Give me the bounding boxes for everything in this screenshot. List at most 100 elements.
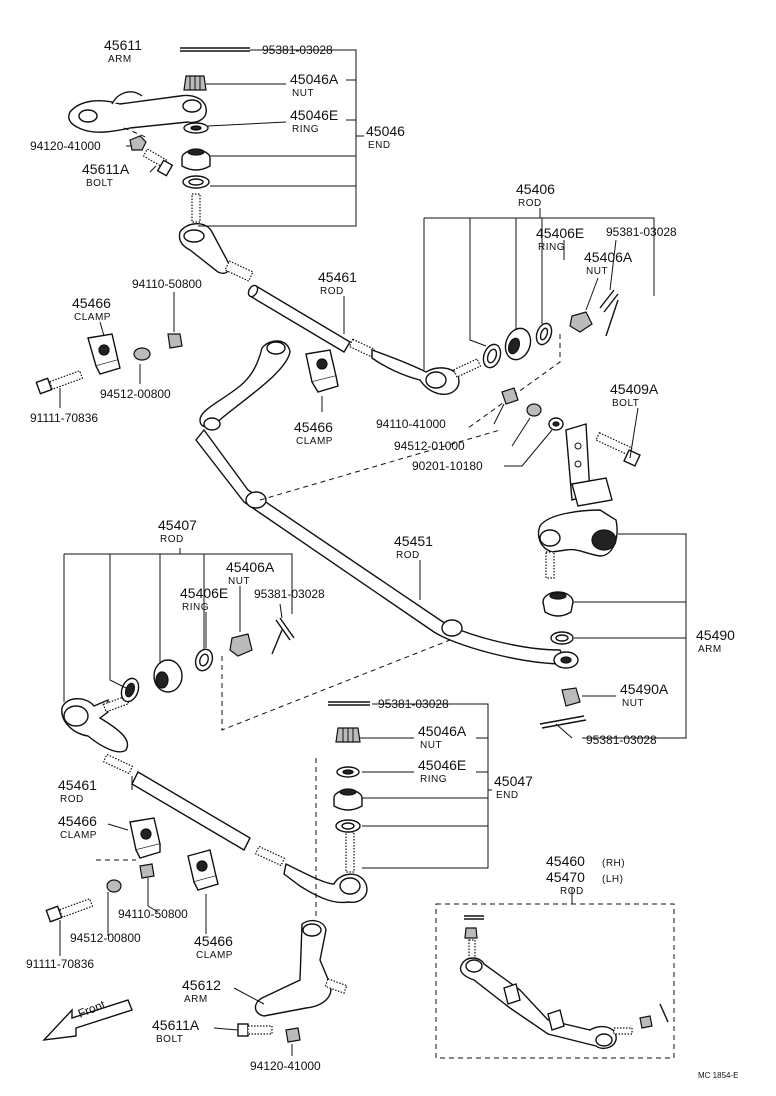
- callout-45406A-a: 45406A: [584, 249, 633, 265]
- washer-94512-upper-illustration: [133, 347, 151, 361]
- callout-45406E-b: 45406E: [180, 585, 228, 601]
- nut-94110-upper-illustration: [167, 333, 183, 349]
- callout-45407-label: ROD: [160, 534, 184, 545]
- callout-45611A-b: 45611A: [152, 1017, 200, 1033]
- callout-inset-rod-label: ROD: [560, 886, 584, 897]
- pitman-arm-illustration: [68, 91, 207, 133]
- callout-45466-a-label: CLAMP: [74, 312, 111, 323]
- callout-45466-a: 45466: [72, 295, 111, 311]
- callout-94110-41000-b: 94110-41000: [376, 417, 446, 431]
- callout-45461-a: 45461: [318, 269, 357, 285]
- cotter-45406-lower-illustration: [271, 617, 295, 655]
- callout-45466-d: 45466: [194, 933, 233, 949]
- nut-45406A-lower-illustration: [229, 633, 253, 657]
- callout-45406-label: ROD: [518, 198, 542, 209]
- bolt-45409A-illustration: [595, 431, 641, 467]
- callout-95381-03028-a: 95381-03028: [262, 43, 333, 57]
- callout-45409A: 45409A: [610, 381, 659, 397]
- tie-rod-end-45407-illustration: [61, 695, 130, 753]
- dust-boot-top-illustration: [181, 148, 211, 171]
- washer-90201-illustration: [548, 417, 564, 431]
- callout-45612: 45612: [182, 977, 221, 993]
- castle-nut-top-illustration: [183, 75, 207, 91]
- callout-45046A-b: 45046A: [418, 723, 467, 739]
- callout-45407: 45407: [158, 517, 197, 533]
- callout-45406A-b-label: NUT: [228, 576, 250, 587]
- callout-45046E-a-label: RING: [292, 124, 319, 135]
- callout-45611: 45611: [104, 37, 142, 53]
- nut-94120-top-illustration: [129, 135, 147, 151]
- callout-45466-c-label: CLAMP: [60, 830, 97, 841]
- bolt-45611A-top-illustration: [142, 148, 174, 177]
- callout-45046-label: END: [368, 140, 391, 151]
- boot-45490-illustration: [542, 591, 574, 617]
- callout-94120-41000-a: 94120-41000: [30, 139, 101, 153]
- callout-94512-01000-b: 94512-01000: [394, 439, 465, 453]
- callout-95381-03028-e: 95381-03028: [378, 697, 449, 711]
- idler-bracket-illustration: [565, 423, 613, 507]
- callout-45046: 45046: [366, 123, 405, 139]
- callout-45047-label: END: [496, 790, 519, 801]
- castle-nut-45047-illustration: [335, 727, 361, 743]
- callout-45409A-label: BOLT: [612, 398, 639, 409]
- tie-rod-end-45406-illustration: [371, 349, 482, 395]
- callout-94110-50800-a: 94110-50800: [132, 277, 202, 291]
- callout-45611A-a: 45611A: [82, 161, 130, 177]
- cotter-45490-illustration: [539, 715, 587, 729]
- seal-ring-top-illustration: [182, 175, 210, 189]
- callout-45612-label: ARM: [184, 994, 208, 1005]
- callout-45406A-b: 45406A: [226, 559, 275, 575]
- callout-45406A-a-label: NUT: [586, 266, 608, 277]
- callout-45451: 45451: [394, 533, 433, 549]
- cotter-45406-upper-illustration: [599, 289, 619, 337]
- callout-94512-00800-a: 94512-00800: [100, 387, 171, 401]
- washer-94512-lower-illustration: [106, 879, 122, 893]
- tie-rod-end-45047-illustration: [283, 831, 368, 904]
- inset-rod-assembly-box: [435, 903, 675, 1059]
- nut-94110-41000-illustration: [501, 387, 519, 405]
- callout-45047: 45047: [494, 773, 533, 789]
- callout-45460-label: (RH): [602, 858, 625, 869]
- seal-45407-illustration: [194, 648, 214, 672]
- callout-95381-03028-d: 95381-03028: [586, 733, 657, 747]
- center-link-45451-illustration: [195, 428, 579, 669]
- callout-45466-d-label: CLAMP: [196, 950, 233, 961]
- front-direction-arrow: [42, 999, 133, 1041]
- callout-45461-b: 45461: [58, 777, 97, 793]
- nut-94110-lower-illustration: [139, 863, 155, 879]
- nut-45406A-upper-illustration: [569, 311, 593, 333]
- callout-45046A-b-label: NUT: [420, 740, 442, 751]
- callout-45461-a-label: ROD: [320, 286, 344, 297]
- ring-top-illustration: [183, 122, 209, 134]
- callout-94512-00800-c: 94512-00800: [70, 931, 141, 945]
- arm-45612-illustration: [254, 919, 348, 1017]
- callout-45466-b: 45466: [294, 419, 333, 435]
- callout-45046A-a: 45046A: [290, 71, 339, 87]
- adjusting-tube-lower-illustration: [102, 753, 286, 867]
- callout-45470-label: (LH): [602, 874, 623, 885]
- adjusting-tube-upper-illustration: [247, 284, 376, 358]
- ring-45490-illustration: [550, 631, 574, 645]
- ring-45406-illustration: [482, 343, 502, 369]
- idler-arm-45490-illustration: [537, 509, 618, 579]
- callout-95381-03028-c: 95381-03028: [254, 587, 325, 601]
- callout-45611A-b-label: BOLT: [156, 1034, 183, 1045]
- washer-94512-01000-illustration: [526, 403, 542, 417]
- callout-45046E-b: 45046E: [418, 757, 466, 773]
- seal-45047-illustration: [335, 819, 361, 833]
- cotter-45047-illustration: [328, 701, 370, 706]
- clamp-right-lower-illustration: [187, 849, 219, 891]
- bolt-91111-upper-illustration: [35, 369, 84, 395]
- boot-45406-illustration: [504, 327, 532, 361]
- callout-45460: 45460: [546, 853, 585, 869]
- clamp-center-illustration: [305, 349, 339, 393]
- nut-45490A-illustration: [561, 687, 581, 707]
- callout-45490A-label: NUT: [622, 698, 644, 709]
- callout-45466-c: 45466: [58, 813, 97, 829]
- callout-45461-b-label: ROD: [60, 794, 84, 805]
- callout-45046E-b-label: RING: [420, 774, 447, 785]
- callout-45490: 45490: [696, 627, 735, 643]
- callout-45451-label: ROD: [396, 550, 420, 561]
- cotter-pin-top-illustration: [180, 47, 250, 52]
